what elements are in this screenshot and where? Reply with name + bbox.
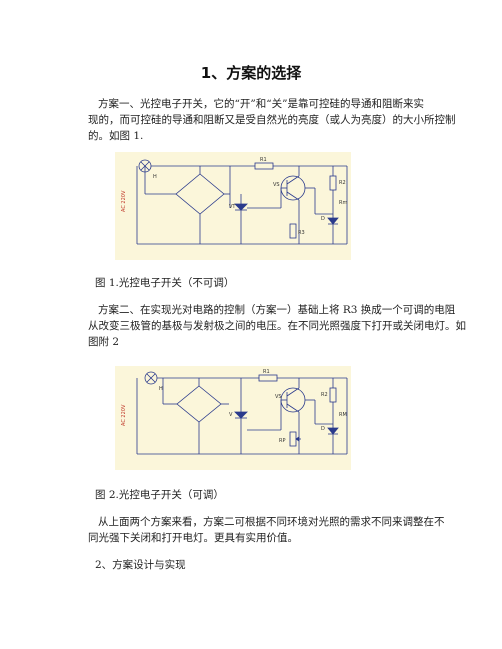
section-heading-2: 2、方案设计与实现	[95, 559, 186, 571]
label-r2: R2	[339, 180, 346, 186]
paragraph-scheme-2: 方案二、在实现光对电路的控制（方案一）基础上将 R3 换成一个可调的电阻 从改变…	[88, 302, 466, 350]
label-lamp: H	[159, 386, 163, 392]
label-lamp: H	[153, 174, 157, 180]
circuit-figure-1: H AC 220V R1 VS VT R2 R3 D Rm	[115, 152, 351, 260]
paragraph-scheme-1: 方案一、光控电子开关，它的“开”和“关”是靠可控硅的导通和阻断来实 现的，而可控…	[88, 96, 456, 144]
text-line: 方案一、光控电子开关，它的“开”和“关”是靠可控硅的导通和阻断来实	[98, 98, 424, 110]
label-transistor: VT	[229, 204, 236, 210]
label-d: D	[321, 216, 325, 222]
text-line: 从上面两个方案来看，方案二可根据不同环境对光照的需求不同来调整在不	[98, 516, 445, 528]
label-scr: VS	[273, 182, 280, 188]
section-title: 1、方案的选择	[200, 64, 302, 82]
label-scr: VS	[275, 394, 282, 400]
text-line: 图附 2	[88, 336, 120, 348]
label-rp: RP	[279, 438, 286, 444]
label-ldr: RM	[339, 412, 347, 418]
label-r3: R3	[298, 230, 305, 236]
text-line: 方案二、在实现光对电路的控制（方案一）基础上将 R3 换成一个可调的电阻	[98, 304, 456, 316]
circuit-figure-2: H AC 220V R1 VS V R2 RP D RM	[115, 366, 351, 470]
circuit-diagram-2: H AC 220V R1 VS V R2 RP D RM	[121, 369, 348, 455]
text-line: 的。如图 1.	[88, 130, 144, 142]
text-line: 同光强下关闭和打开电灯。更具有实用价值。	[88, 532, 298, 544]
figure-1-caption: 图 1.光控电子开关（不可调）	[95, 277, 235, 289]
label-r1: R1	[260, 157, 267, 163]
label-ldr: Rm	[339, 200, 347, 206]
label-d: D	[321, 426, 325, 432]
label-source: AC 220V	[121, 404, 127, 426]
figure-2-caption: 图 2.光控电子开关（可调）	[95, 489, 224, 501]
label-r1: R1	[263, 369, 270, 375]
label-source: AC 220V	[121, 190, 127, 212]
paragraph-conclusion: 从上面两个方案来看，方案二可根据不同环境对光照的需求不同来调整在不 同光强下关闭…	[88, 514, 445, 546]
label-r2: R2	[321, 392, 328, 398]
circuit-diagram-1: H AC 220V R1 VS VT R2 R3 D Rm	[121, 157, 347, 245]
text-line: 现的，而可控硅的导通和阻断又是受自然光的亮度（或人为亮度）的大小所控制	[88, 114, 456, 126]
label-transistor: V	[229, 412, 233, 418]
text-line: 从改变三极管的基极与发射极之间的电压。在不同光照强度下打开或关闭电灯。如	[88, 320, 466, 332]
